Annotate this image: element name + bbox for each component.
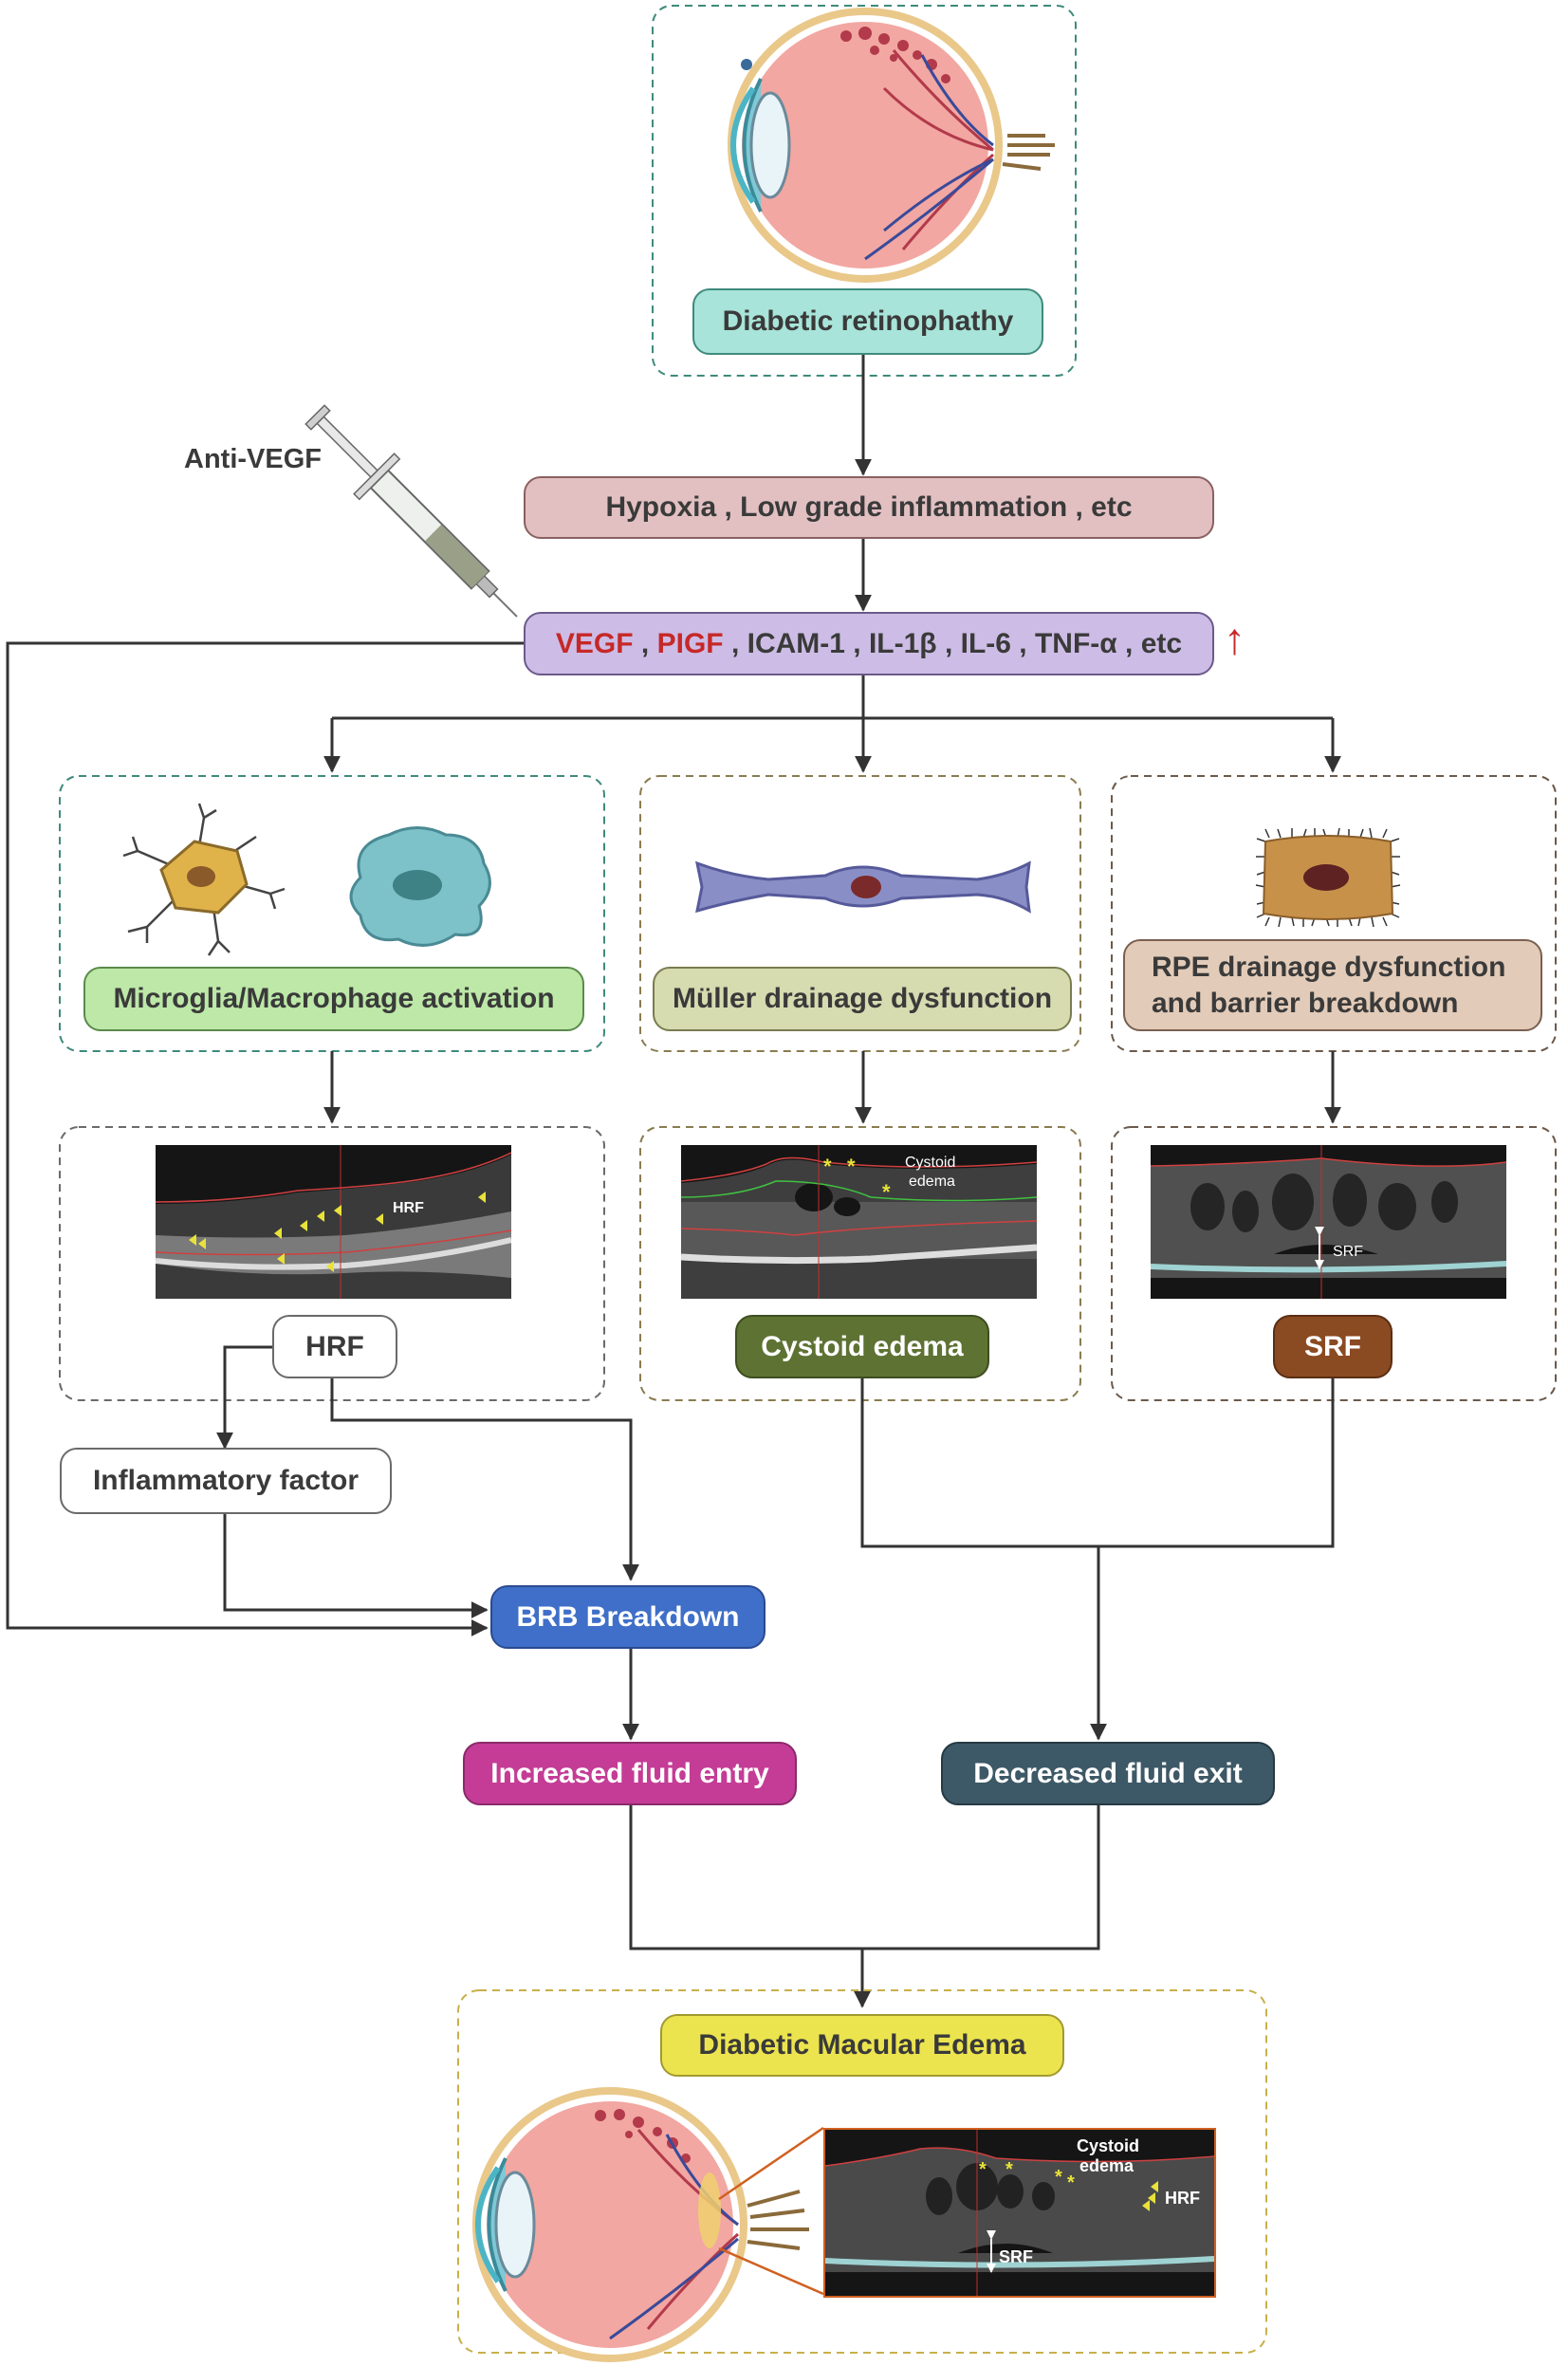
oct-srf-label: SRF	[1333, 1244, 1363, 1260]
oct-dme-hrf: HRF	[1165, 2189, 1200, 2208]
frame-muller	[639, 775, 1081, 1052]
syringe-icon	[304, 404, 518, 618]
node-factors: VEGF , PIGF , ICAM-1 , IL-1β , IL-6 , TN…	[524, 612, 1214, 675]
svg-text:*: *	[847, 1155, 856, 1178]
muller-cell-icon	[695, 860, 1031, 914]
oct-image-dme: **** Cystoid edema HRF SRF	[823, 2128, 1216, 2298]
oct-cystoid-scan: * * *	[681, 1145, 1037, 1299]
frame-cystoid-oct	[639, 1126, 1081, 1401]
oct-dme-scan: ****	[825, 2130, 1214, 2296]
oct-hrf-label: HRF	[393, 1200, 424, 1216]
node-inflammatory-factor: Inflammatory factor	[60, 1448, 392, 1514]
connectors	[6, 355, 1341, 2008]
arrow-hrf-inflammatory	[216, 1345, 272, 1450]
node-decreased-fluid-exit: Decreased fluid exit	[941, 1742, 1275, 1805]
svg-text:*: *	[1055, 2167, 1062, 2188]
anti-vegf-label: Anti-VEGF	[184, 444, 322, 474]
oct-image-cystoid: * * * Cystoid edema	[681, 1145, 1037, 1299]
node-brb-breakdown: BRB Breakdown	[490, 1585, 766, 1649]
line-cystoid-srf-join	[860, 1378, 1335, 1548]
oct-image-srf: SRF	[1151, 1145, 1506, 1299]
svg-text:*: *	[1005, 2159, 1013, 2180]
line-hrf-brb	[330, 1378, 639, 1581]
node-hrf: HRF	[272, 1315, 397, 1378]
oct-dme-cystoid-2: edema	[1079, 2156, 1134, 2175]
oct-image-hrf: HRF	[156, 1145, 511, 1299]
oct-dme-srf: SRF	[999, 2247, 1033, 2266]
rpe-line-2: and barrier breakdown	[1152, 987, 1459, 1019]
rpe-line-1: RPE drainage dysfunction	[1152, 952, 1506, 983]
svg-text:*: *	[823, 1155, 832, 1178]
svg-text:*: *	[979, 2159, 987, 2180]
factor-sep: ,	[633, 627, 657, 659]
factor-pigf: PIGF	[656, 627, 724, 659]
factor-rest: , ICAM-1 , IL-1β , IL-6 , TNF-α , etc	[723, 627, 1183, 659]
line-factors-brb	[6, 641, 524, 1636]
node-muller: Müller drainage dysfunction	[653, 967, 1072, 1031]
node-srf: SRF	[1273, 1315, 1393, 1378]
eye-illustration-top	[728, 8, 1055, 283]
node-hypoxia: Hypoxia , Low grade inflammation , etc	[524, 476, 1214, 539]
line-inflammatory-brb	[223, 1514, 489, 1618]
factor-vegf: VEGF	[555, 627, 634, 659]
zoom-lines	[718, 2126, 824, 2296]
macrophage-cell-icon	[349, 826, 491, 947]
frame-dme	[457, 1989, 1267, 2354]
node-rpe: RPE drainage dysfunction and barrier bre…	[1123, 939, 1542, 1031]
oct-cystoid-label-1: Cystoid	[905, 1155, 956, 1171]
oct-dme-cystoid-1: Cystoid	[1077, 2136, 1140, 2155]
node-cystoid-edema: Cystoid edema	[735, 1315, 989, 1378]
node-diabetic-retinopathy: Diabetic retinophathy	[692, 288, 1043, 355]
oct-hrf-scan	[156, 1145, 511, 1299]
svg-text:*: *	[882, 1180, 891, 1204]
frame-dr	[652, 5, 1077, 377]
node-microglia: Microglia/Macrophage activation	[83, 967, 584, 1031]
node-increased-fluid-entry: Increased fluid entry	[463, 1742, 797, 1805]
rpe-cell-icon	[1255, 827, 1401, 928]
eye-illustration-dme	[472, 2087, 809, 2362]
node-diabetic-macular-edema: Diabetic Macular Edema	[660, 2014, 1064, 2077]
up-arrow-icon: ↑	[1224, 614, 1245, 663]
svg-text:*: *	[1067, 2172, 1075, 2193]
microglia-cell-icon	[122, 803, 286, 956]
oct-cystoid-label-2: edema	[909, 1174, 955, 1190]
line-factors-split	[332, 675, 1333, 720]
line-fluid-merge	[629, 1805, 1100, 1950]
oct-srf-scan	[1151, 1145, 1506, 1299]
